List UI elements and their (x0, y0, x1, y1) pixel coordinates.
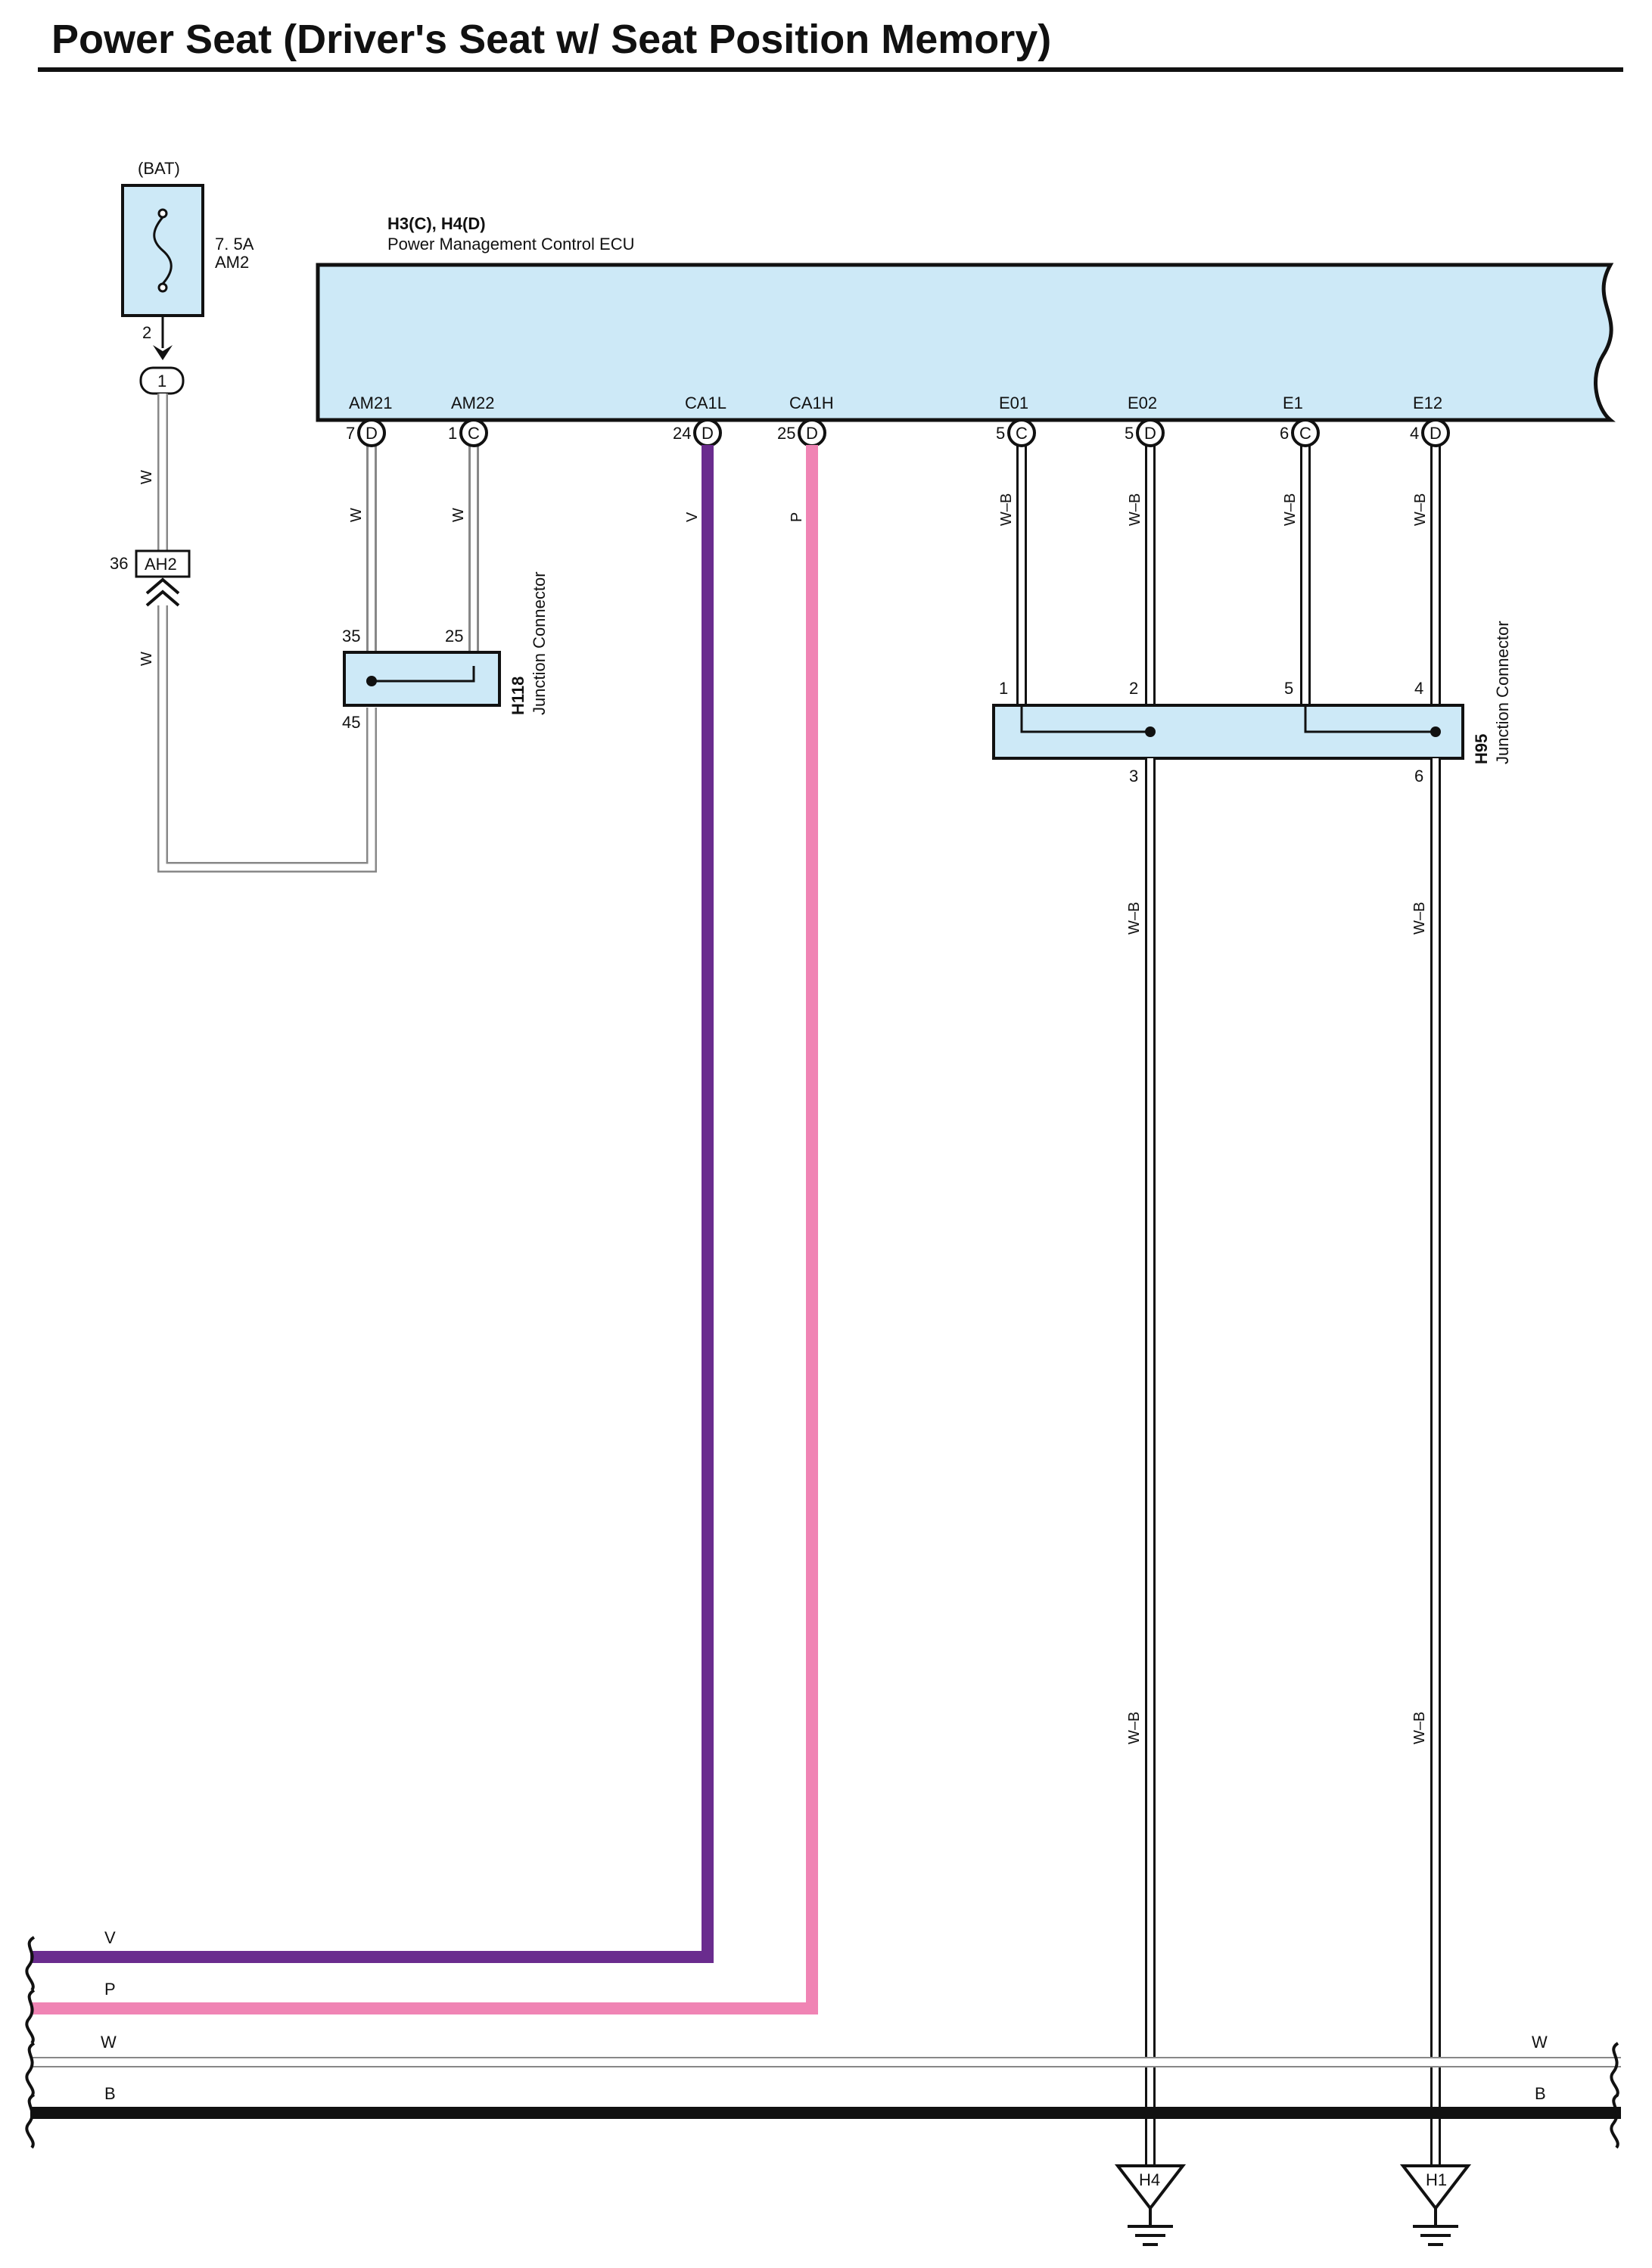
ecu-terminal-conn: C (1016, 424, 1028, 443)
h118-pin-35: 35 (342, 627, 360, 646)
break-mark-right-icon (1610, 2042, 1619, 2149)
ah2-box (135, 549, 191, 578)
fuse-name: AM2 (215, 253, 249, 272)
wire-label-e12: W–B (1412, 493, 1429, 526)
ground-h4-label: H4 (1139, 2170, 1160, 2189)
wire-label-fuse-w-upper: W (138, 470, 155, 484)
ecu-terminal-pin: 24 (673, 424, 691, 443)
ecu-terminal-pin: 5 (1125, 424, 1134, 443)
ecu-terminal-conn: D (806, 424, 818, 443)
ah2-pin: 36 (110, 554, 128, 573)
h95-connector (992, 704, 1464, 760)
bus-label-b-left: B (104, 2084, 116, 2103)
ecu-terminal-pin: 4 (1410, 424, 1419, 443)
ecu-terminal-conn: D (1144, 424, 1156, 443)
fuse-rating: 7. 5A (215, 235, 254, 254)
h95-id: H95 (1472, 734, 1491, 764)
ecu-terminal-name: CA1H (789, 394, 834, 412)
ecu-terminal-name: CA1L (685, 394, 726, 412)
ecu-terminal-conn: C (1299, 424, 1311, 443)
wire-label-ca1h: P (789, 512, 805, 522)
ground-h4-icon (1114, 2164, 1187, 2246)
ecu-terminal-pin: 1 (448, 424, 457, 443)
fuse-pin: 2 (142, 323, 151, 342)
ecu-terminal-name: AM22 (451, 394, 494, 412)
h95-pin-5: 5 (1284, 679, 1293, 698)
wire-v (30, 445, 714, 1963)
h95-pin-3: 3 (1129, 767, 1138, 786)
ah2-chevron-icon (145, 577, 180, 607)
ground-h1-label: H1 (1426, 2170, 1447, 2189)
wire-label-am21: W (348, 508, 365, 522)
wire-label-e1: W–B (1282, 493, 1299, 526)
h95-pin-4: 4 (1414, 679, 1423, 698)
fuse-connector-pin: 1 (157, 372, 166, 390)
fuse-pin-arrow-icon (153, 345, 173, 360)
h118-pin-45: 45 (342, 713, 360, 732)
fuse-source-label: (BAT) (138, 159, 180, 178)
ecu-terminal-pin: 5 (996, 424, 1005, 443)
ground-h1-icon (1399, 2164, 1472, 2246)
wire-label-fuse-w-lower: W (138, 652, 155, 666)
ah2-name: AH2 (145, 555, 177, 574)
wire-label-e02-lower-2: W–B (1126, 1712, 1143, 1744)
bus-label-w-right: W (1532, 2033, 1548, 2052)
bus-label-v: V (104, 1928, 116, 1947)
ecu-ref: H3(C), H4(D) (387, 214, 486, 233)
fuse-icon (153, 208, 173, 293)
ecu-terminal-pin: 6 (1280, 424, 1289, 443)
bus-label-w-left: W (101, 2033, 117, 2052)
ecu-terminal-name: E01 (999, 394, 1028, 412)
ecu-terminal-name: AM21 (349, 394, 392, 412)
wire-label-e02-lower-1: W–B (1126, 902, 1143, 935)
ecu-terminal-socket (1007, 418, 1036, 447)
ecu-terminal-socket (357, 418, 386, 447)
h95-name: Junction Connector (1493, 621, 1512, 764)
wire-label-am22: W (450, 508, 467, 522)
ecu-name: Power Management Control ECU (387, 235, 634, 254)
ecu-terminal-name: E1 (1283, 394, 1303, 412)
ecu-terminal-name: E12 (1413, 394, 1442, 412)
ecu-terminal-conn: C (468, 424, 480, 443)
ecu-terminal-socket (1291, 418, 1320, 447)
bus-label-b-right: B (1535, 2084, 1546, 2103)
wire-label-e01: W–B (998, 493, 1015, 526)
wire-label-e02: W–B (1127, 493, 1143, 526)
h95-pin-1: 1 (999, 679, 1008, 698)
h118-id: H118 (509, 677, 527, 715)
wire-label-ca1l: V (684, 512, 701, 522)
h95-pin-6: 6 (1414, 767, 1423, 786)
wire-label-e12-lower-2: W–B (1411, 1712, 1428, 1744)
wire-label-e12-lower-1: W–B (1411, 902, 1428, 935)
ecu-terminal-pin: 7 (346, 424, 355, 443)
wire-w-fuse (157, 394, 377, 873)
ecu-terminal-conn: D (366, 424, 378, 443)
ecu-terminal-pin: 25 (777, 424, 795, 443)
h118-name: Junction Connector (530, 571, 549, 715)
ecu-terminal-name: E02 (1128, 394, 1157, 412)
ecu-terminal-conn: D (1430, 424, 1442, 443)
break-mark-left-icon (25, 1936, 36, 2149)
ecu-terminal-conn: D (702, 424, 714, 443)
ecu-terminal-socket (1421, 418, 1450, 447)
h95-pin-2: 2 (1129, 679, 1138, 698)
page-title: Power Seat (Driver's Seat w/ Seat Positi… (51, 17, 1051, 62)
ecu-box (316, 263, 1616, 422)
bus-label-p: P (104, 1980, 116, 1999)
h118-pin-25: 25 (445, 627, 463, 646)
ecu-terminal-socket (1136, 418, 1165, 447)
wire-p (30, 445, 818, 2014)
h118-connector (343, 651, 501, 707)
ecu-terminal-socket (459, 418, 488, 447)
